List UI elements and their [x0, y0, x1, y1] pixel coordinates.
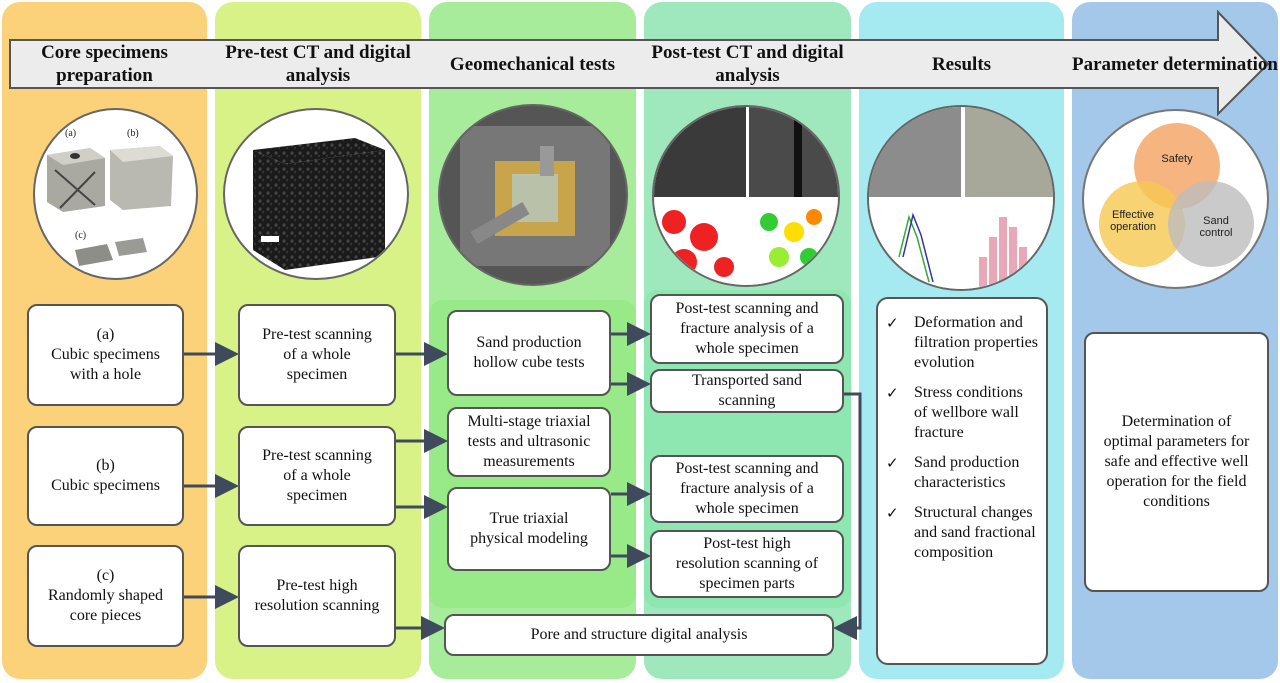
check-icon: ✓: [886, 314, 899, 332]
venn-diagram: Safety Effective operation Sand control: [1082, 109, 1269, 289]
check-icon: ✓: [886, 384, 899, 402]
posttest-ct-illustration: [654, 107, 838, 285]
photo-label-a: (a): [65, 128, 77, 139]
venn-label-safety: Safety: [1161, 153, 1193, 165]
apparatus-illustration: [440, 106, 626, 284]
result-text: Structural changes and sand fractional c…: [914, 504, 1036, 561]
venn-label-sand-control: Sand control: [1199, 215, 1233, 239]
result-text: Stress conditions of wellbore wall fract…: [914, 384, 1023, 441]
test-apparatus-photo: [438, 104, 628, 286]
box-posttest-high-resolution: Post-test high resolution scanning of sp…: [650, 530, 844, 598]
result-text: Deformation and filtration properties ev…: [914, 314, 1038, 371]
check-icon: ✓: [886, 504, 899, 522]
process-flow-arrow: [9, 9, 1270, 117]
box-pretest-scan-b: Pre-test scanning of a whole specimen: [238, 426, 396, 526]
venn-label-effective-operation: Effective operation: [1110, 209, 1156, 233]
result-item: ✓ Deformation and filtration properties …: [886, 313, 1040, 373]
box-specimens-c: (c) Randomly shaped core pieces: [27, 545, 184, 647]
venn-circle-effective-operation: [1099, 181, 1185, 267]
specimens-illustration: [47, 146, 173, 266]
header-pretest-ct: Pre-test CT and digital analysis: [225, 42, 411, 86]
box-pore-structure-analysis: Pore and structure digital analysis: [444, 614, 834, 656]
result-text: Sand production characteristics: [914, 454, 1020, 491]
check-icon: ✓: [886, 454, 899, 472]
results-images: [867, 105, 1055, 291]
box-pretest-high-resolution: Pre-test high resolution scanning: [238, 545, 396, 647]
box-posttest-scan-2: Post-test scanning and fracture analysis…: [650, 455, 844, 523]
box-sand-production-tests: Sand production hollow cube tests: [447, 310, 611, 396]
header-posttest-ct: Post-test CT and digital analysis: [651, 42, 844, 86]
photo-label-c: (c): [75, 230, 87, 241]
header-geomechanical-tests: Geomechanical tests: [449, 53, 616, 75]
box-specimens-b: (b) Cubic specimens: [27, 426, 184, 526]
header-parameter-determination: Parameter determination: [1072, 53, 1278, 75]
venn-circles: [1099, 123, 1254, 267]
header-results: Results: [931, 53, 992, 75]
box-specimens-a: (a) Cubic specimens with a hole: [27, 304, 184, 406]
results-list: ✓ Deformation and filtration properties …: [876, 297, 1048, 665]
box-pretest-scan-a: Pre-test scanning of a whole specimen: [238, 304, 396, 406]
box-transported-sand: Transported sand scanning: [650, 369, 844, 413]
box-posttest-scan-1: Post-test scanning and fracture analysis…: [650, 294, 844, 364]
posttest-ct-images: [652, 105, 840, 287]
venn-circle-sand-control: [1168, 181, 1254, 267]
result-item: ✓ Stress conditions of wellbore wall fra…: [886, 383, 1040, 443]
ct-cube-image: [223, 108, 409, 280]
results-illustration: [869, 107, 1053, 289]
specimens-photo: (a) (b) (c): [33, 108, 198, 280]
photo-label-b: (b): [127, 128, 139, 139]
ct-cube-illustration: [253, 138, 385, 270]
box-true-triaxial: True triaxial physical modeling: [447, 487, 611, 571]
result-item: ✓ Structural changes and sand fractional…: [886, 503, 1040, 563]
header-core-preparation: Core specimens preparation: [41, 42, 168, 86]
box-multistage-triaxial: Multi-stage triaxial tests and ultrasoni…: [447, 407, 611, 477]
result-item: ✓ Sand production characteristics: [886, 453, 1040, 493]
box-final-determination: Determination of optimal parameters for …: [1084, 332, 1269, 592]
